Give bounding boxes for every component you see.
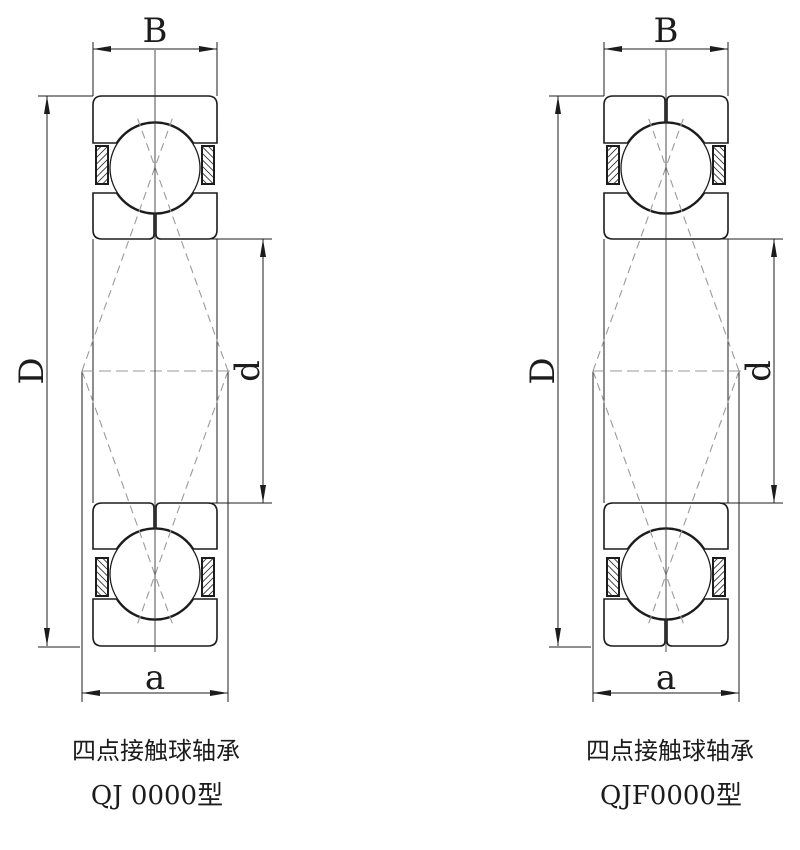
- qj-dim-label-d: d: [228, 360, 268, 382]
- qjf-dim-label-B: B: [653, 11, 679, 51]
- qjf-dim-label-a: a: [655, 658, 677, 698]
- qj-dim-label-a: a: [144, 658, 166, 698]
- qjf-model-designation: QJF0000型: [600, 781, 742, 811]
- qj-model-designation: QJ 0000型: [90, 781, 224, 811]
- qj-caption: 四点接触球轴承: [72, 737, 240, 765]
- qjf-dim-label-d: d: [739, 360, 779, 382]
- qj-dim-label-D: D: [12, 357, 52, 385]
- qjf-dim-label-D: D: [523, 357, 563, 385]
- qjf-caption: 四点接触球轴承: [586, 737, 754, 765]
- qj-dim-label-B: B: [142, 11, 168, 51]
